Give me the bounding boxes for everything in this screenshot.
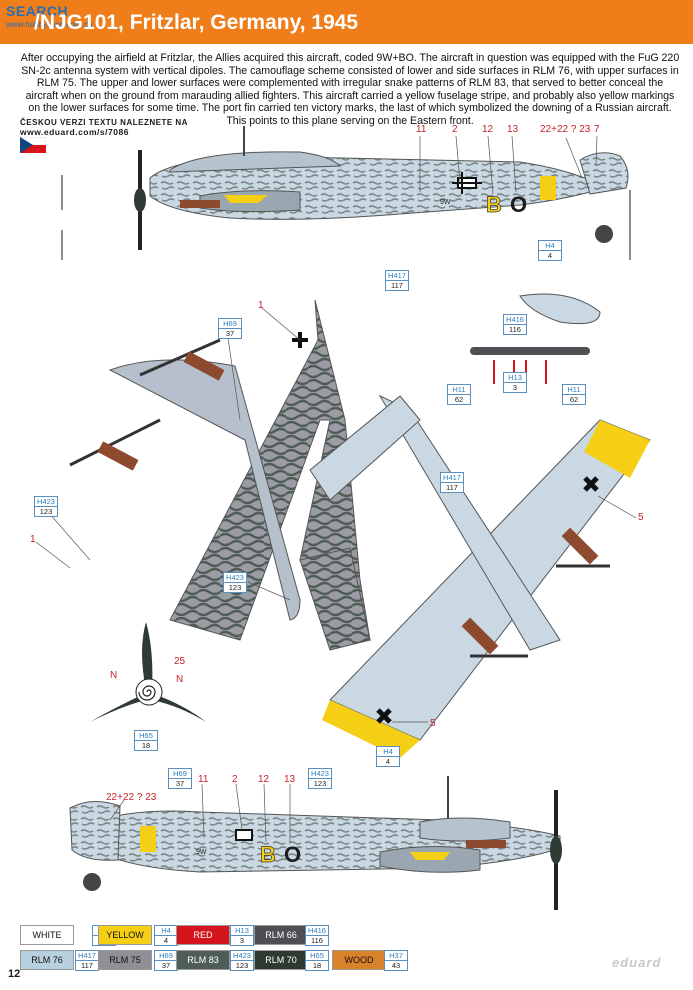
callout-n-left: N (110, 670, 117, 681)
callout-12: 12 (482, 124, 494, 135)
legend-swatch-red: RED (176, 925, 230, 945)
legend-swatch-wood: WOOD (332, 950, 386, 970)
czech-version-url[interactable]: www.eduard.com/s/7086 (20, 127, 129, 137)
fuselage-small-code: 9W (440, 199, 451, 206)
callout-22-23: 22+22 ? 23 (540, 124, 591, 135)
top-plan-view: 1 1 (30, 299, 371, 651)
callout-11-bottom: 11 (198, 774, 209, 785)
callout-1-top: 1 (258, 300, 264, 311)
side-profile-bottom: 9W B O 22+22 ? 23 11 2 12 13 (69, 774, 562, 910)
page-title: /NJG101, Fritzlar, Germany, 1945 (34, 11, 359, 34)
callout-n-right: N (176, 674, 183, 685)
callout-1-left: 1 (30, 534, 36, 545)
callout-2-bottom: 2 (232, 774, 238, 785)
fuselage-letter-b-bottom: B (260, 842, 276, 867)
callout-13-bottom: 13 (284, 774, 296, 785)
czech-version-note: ČESKOU VERZI TEXTU NALEZNETE NA (20, 118, 188, 127)
title-banner (0, 0, 693, 44)
callout-13: 13 (507, 124, 519, 135)
page-number: 12 (8, 968, 21, 980)
callout-25: 25 (174, 656, 186, 667)
legend-swatch-rlm83: RLM 83 (176, 950, 230, 970)
callout-5-bottom: 5 (430, 718, 436, 729)
watermark-logo: SEARCH (6, 3, 69, 19)
legend-swatch-rlm70: RLM 70 (254, 950, 308, 970)
fuselage-letter-b: B (486, 192, 502, 217)
canopy-detail (470, 293, 601, 384)
legend-swatch-rlm66: RLM 66 (254, 925, 308, 945)
callout-12-bottom: 12 (258, 774, 270, 785)
callout-5-right: 5 (638, 512, 644, 523)
legend-swatch-yellow: YELLOW (98, 925, 152, 945)
czech-flag-icon (20, 137, 46, 153)
fuselage-letter-o-bottom: O (284, 842, 301, 867)
propeller-detail: 25 N N (90, 622, 206, 722)
underside-view: 5 5 (309, 394, 651, 758)
watermark-url: www.hobbyshop.com.cn (6, 20, 93, 29)
legend-swatch-white: WHITE (20, 925, 74, 945)
aircraft-description: After occupying the airfield at Fritzlar… (20, 52, 680, 127)
legend-swatch-rlm75: RLM 75 (98, 950, 152, 970)
callout-22-23-bottom: 22+22 ? 23 (106, 792, 157, 803)
legend-swatch-rlm76: RLM 76 (20, 950, 74, 970)
eduard-logo: eduard (612, 955, 662, 970)
fuselage-small-code-bottom: 9W (196, 849, 207, 856)
fuselage-letter-o: O (510, 192, 527, 217)
callout-7: 7 (594, 124, 600, 135)
side-profile-top: 9W B O 11 2 12 13 22+22 ? 23 7 (61, 124, 631, 260)
callout-11: 11 (416, 124, 427, 135)
callout-2: 2 (452, 124, 458, 135)
